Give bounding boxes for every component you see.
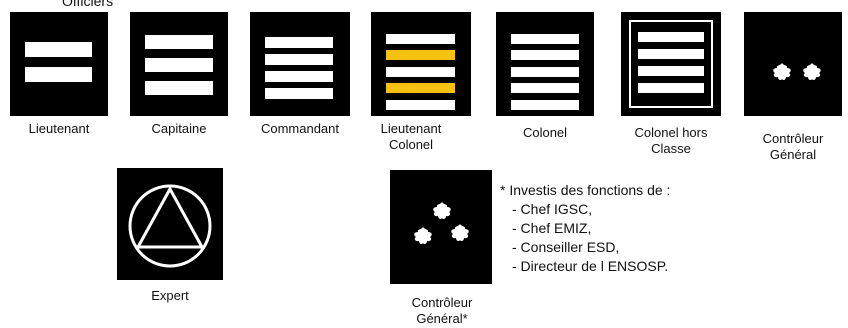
label-line: Colonel [388,137,434,152]
insignia-expert [117,168,223,280]
gold-stripe [386,83,455,93]
white-stripe [386,100,455,110]
insignia-controleur-general-star [390,170,492,284]
white-stripe [145,35,213,49]
gold-stripe [386,50,455,60]
section-header: Officiers [62,0,114,9]
label-line: Contrôleur [411,295,473,310]
label-line: Contrôleur [762,131,824,146]
label-colonel: Colonel [522,125,568,140]
insignia-lieutenant [10,12,108,116]
label-controleur-general-star: Contrôleur Général* [392,295,492,327]
label-line: Classe [651,141,691,156]
white-stripe [265,88,333,99]
circled-triangle-icon [128,184,212,268]
label-line: Général [769,147,817,162]
footnote: * Investis des fonctions de : - Chef IGS… [500,181,670,276]
white-stripe [145,81,213,95]
footnote-heading: * Investis des fonctions de : [500,182,671,198]
white-stripe [638,32,704,42]
white-stripe [386,34,455,44]
white-stripe [511,67,579,77]
white-stripe [511,34,579,44]
insignia-capitaine [130,12,228,116]
white-stripe [145,58,213,72]
insignia-controleur-general [744,12,842,116]
label-colonel-hors-classe: Colonel hors Classe [618,125,724,157]
oak-leaf-icon [773,63,791,81]
white-stripe [265,54,333,65]
white-stripe [511,83,579,93]
white-stripe [25,42,92,57]
white-stripe [511,50,579,60]
white-stripe [638,66,704,76]
oak-leaf-icon [433,202,451,220]
white-stripe [638,49,704,59]
insignia-colonel [496,12,594,116]
white-stripe [25,67,92,82]
label-line: Colonel hors [634,125,708,140]
footnote-item: - Chef IGSC, [512,201,593,217]
label-line: Lieutenant [380,121,442,136]
white-stripe [638,83,704,93]
label-capitaine: Capitaine [151,121,207,136]
label-lieutenant-colonel: Lieutenant Colonel [371,121,451,153]
white-frame [629,20,713,108]
white-stripe [265,71,333,82]
label-line: Général* [416,311,468,326]
footnote-item: - Conseiller ESD, [512,239,620,255]
insignia-lieutenant-colonel [371,12,471,116]
oak-leaf-icon [451,224,469,242]
footnote-item: - Chef EMIZ, [512,220,592,236]
label-lieutenant: Lieutenant [28,121,90,136]
white-stripe [386,67,455,77]
label-commandant: Commandant [260,121,340,136]
white-stripe [265,37,333,48]
insignia-commandant [250,12,350,116]
label-controleur-general: Contrôleur Général [744,131,842,163]
white-stripe [511,100,579,110]
label-expert: Expert [151,288,189,303]
oak-leaf-icon [803,63,821,81]
insignia-colonel-hors-classe [621,12,721,116]
footnote-item: - Directeur de l ENSOSP. [512,258,669,274]
oak-leaf-icon [414,227,432,245]
